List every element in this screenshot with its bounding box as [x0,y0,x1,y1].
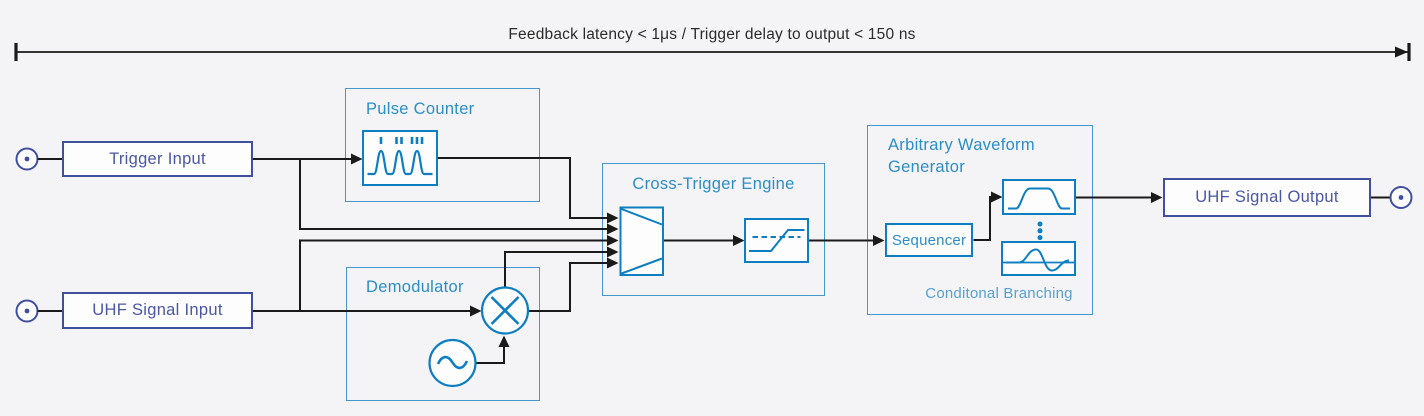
uhf-signal-output-node: UHF Signal Output [1163,178,1371,217]
arrowhead-into-output [1151,192,1163,203]
trigger-input-node: Trigger Input [62,141,253,177]
latency-measure-line [14,43,1411,61]
cross-trigger-engine-title: Cross-Trigger Engine [632,175,795,193]
trigger-input-label: Trigger Input [109,149,206,168]
wire-mixer-right-to-mux [528,262,608,312]
latency-annotation: Feedback latency < 1μs / Trigger delay t… [508,26,916,43]
uhf-signal-input-label: UHF Signal Input [92,301,223,319]
demodulator-title: Demodulator [366,278,464,296]
trigger-input-connector-icon [15,147,62,171]
pulse-counter-title: Pulse Counter [366,100,475,118]
uhf-signal-input-node: UHF Signal Input [62,292,253,329]
awg-title: Arbitrary Waveform Generator [888,136,1035,176]
awg-block [867,125,1093,315]
uhf-input-connector-icon [15,299,62,323]
uhf-signal-output-label: UHF Signal Output [1195,188,1339,206]
sequencer-box: Sequencer [885,223,973,257]
latency-arrowhead-icon [1395,46,1408,58]
conditional-branching-label: Conditonal Branching [925,285,1073,302]
uhf-output-connector-icon [1371,186,1413,209]
sequencer-label: Sequencer [891,231,967,249]
